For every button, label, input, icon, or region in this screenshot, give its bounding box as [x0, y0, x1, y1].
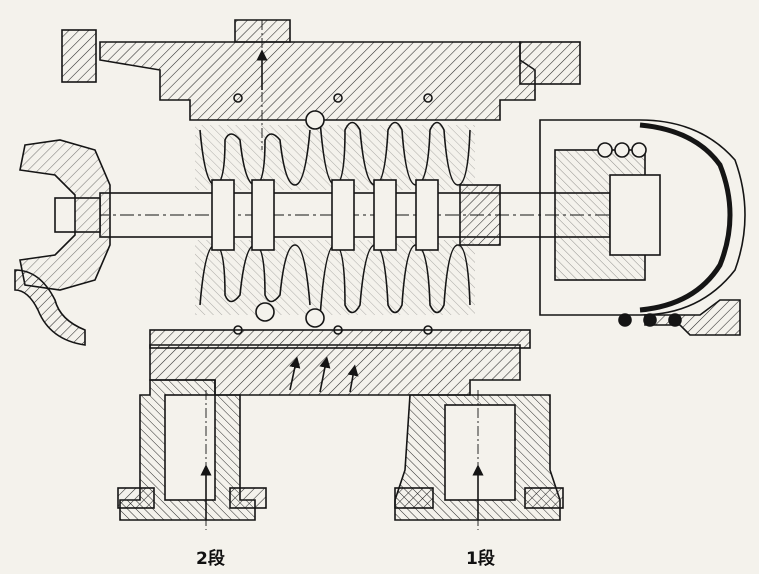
upper-flange-left — [61, 29, 97, 83]
thrust-collar — [459, 184, 501, 246]
impeller-2 — [251, 179, 275, 251]
upper-casing — [99, 41, 536, 121]
upper-flange-right — [519, 41, 581, 85]
lower-diaphragms — [195, 240, 475, 315]
right-bearing-housing — [539, 119, 746, 316]
flange-stage-2-left — [117, 487, 155, 509]
port-circle-upper — [305, 110, 325, 130]
impeller-3 — [331, 179, 355, 251]
left-end-cover — [14, 269, 86, 346]
impeller-1 — [211, 179, 235, 251]
right-end-flange — [644, 299, 741, 336]
port-circle-mid — [255, 302, 275, 322]
right-outer-cover — [639, 122, 733, 313]
base-foot — [149, 329, 531, 349]
top-nozzle — [234, 19, 291, 43]
port-circle-lower — [305, 308, 325, 328]
impeller-5 — [415, 179, 439, 251]
flange-stage-1-right — [524, 487, 564, 509]
impeller-4 — [373, 179, 397, 251]
upper-diaphragms — [195, 125, 475, 190]
flange-stage-2-right — [229, 487, 267, 509]
stage-2-label: 2段 — [196, 549, 225, 569]
stage-1-label: 1段 — [466, 549, 495, 569]
flange-stage-1-left — [394, 487, 434, 509]
